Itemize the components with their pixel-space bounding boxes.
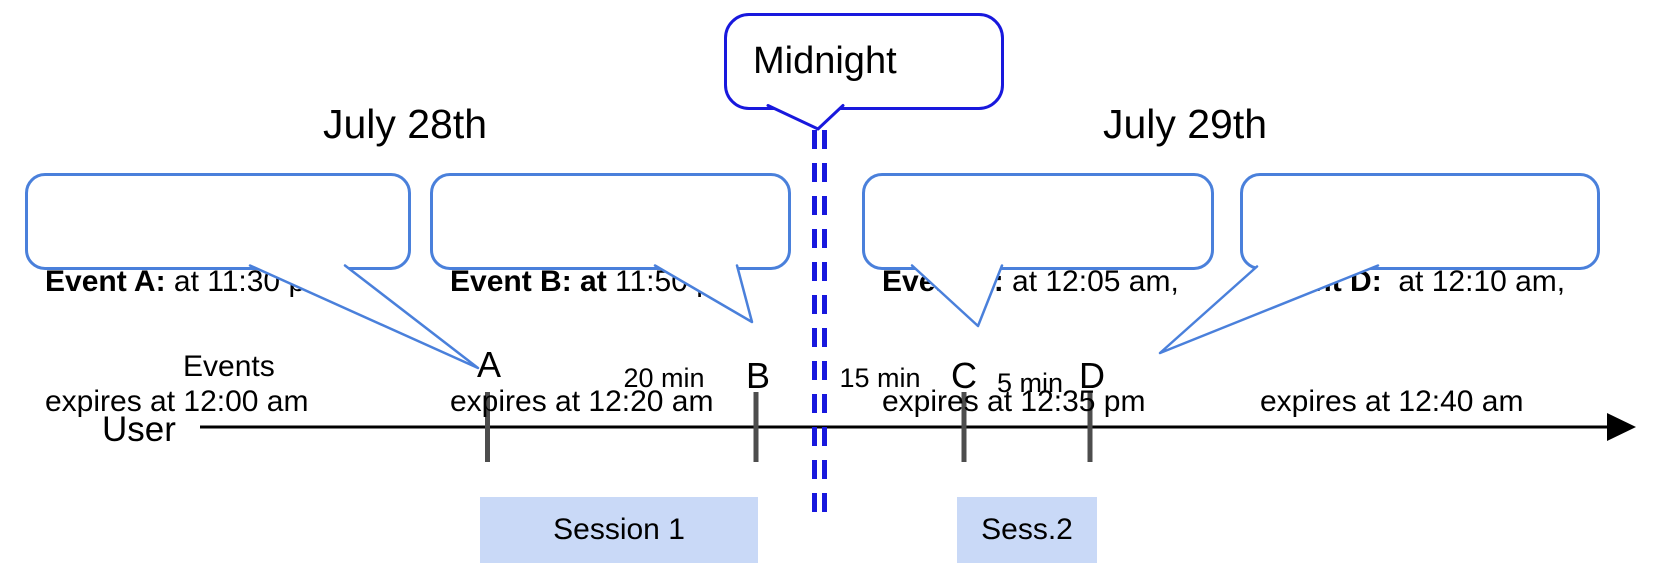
gap-label-a-b: 20 min [623,363,705,393]
event-c-callout: Event C: at 12:05 am, expires at 12:35 p… [862,173,1214,418]
date-label-july-28: July 28th [322,101,488,147]
event-b-line1: Event B: at 11:50 pm, [450,262,788,302]
event-b-title: Event B: at [450,265,607,298]
event-d-callout: Event D: at 12:10 am, expires at 12:40 a… [1240,173,1600,418]
event-d-time: at 12:10 am, [1381,265,1566,298]
event-b-callout: Event B: at 11:50 pm, expires at 12:20 a… [430,173,791,418]
event-d-line2: expires at 12:40 am [1260,385,1524,418]
session-2-label: Sess.2 [981,513,1073,546]
event-a-time: at 11:30 pm, [165,265,339,298]
event-a-line2: expires at 12:00 am [45,385,309,418]
event-d-line1: Event D: at 12:10 am, [1260,262,1597,302]
session-2-box: Sess.2 [957,497,1097,563]
gap-label-b-c: 15 min [839,363,921,393]
session-1-label: Session 1 [553,513,685,546]
tick-label-d: D [1079,355,1105,396]
timeline-arrowhead-icon [1607,413,1636,441]
event-c-line2: expires at 12:35 pm [882,385,1146,418]
event-c-title: Event C: [882,265,1004,298]
midnight-callout: Midnight [724,13,1004,110]
tick-label-b: B [745,355,770,396]
midnight-label: Midnight [753,40,897,82]
event-a-line1: Event A: at 11:30 pm, [45,262,408,302]
event-a-callout: Event A: at 11:30 pm, expires at 12:00 a… [25,173,411,418]
event-d-title: Event D: [1260,265,1382,298]
date-label-july-29: July 29th [1102,101,1268,147]
gap-label-c-d: 5 min [996,368,1064,398]
event-b-time: 11:50 pm, [606,265,747,298]
session-1-box: Session 1 [480,497,758,563]
event-a-title: Event A: [45,265,166,298]
event-c-time: at 12:05 am, [1003,265,1179,298]
tick-label-a: A [476,344,501,385]
events-row-label: Events [183,350,275,383]
event-b-line2: expires at 12:20 am [450,385,714,418]
event-c-line1: Event C: at 12:05 am, [882,262,1211,302]
tick-label-c: C [951,355,977,396]
user-row-label: User [102,410,176,449]
